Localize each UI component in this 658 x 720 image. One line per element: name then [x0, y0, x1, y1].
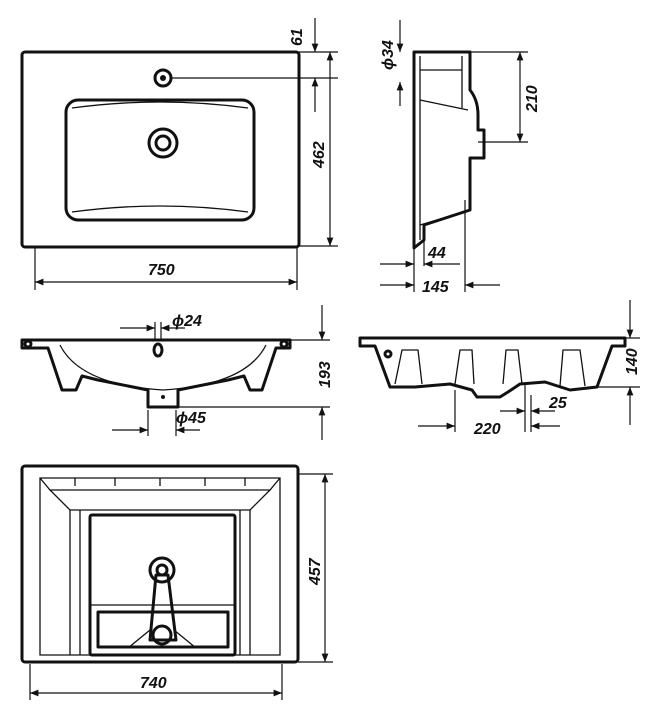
side-view: 210 ϕ34 44 145 — [380, 20, 541, 296]
dim-tap-hole: ϕ24 — [172, 313, 202, 330]
dim-height: 193 — [317, 361, 334, 388]
dim-offset: 25 — [548, 395, 568, 412]
dim-wall-gap: 44 — [427, 245, 446, 262]
dim-drain-height: 210 — [524, 85, 541, 113]
dim-bottom-width: 740 — [140, 675, 167, 692]
dim-depth: 462 — [311, 141, 328, 169]
basin-outline — [20, 50, 301, 249]
dim-total-depth: 145 — [422, 279, 450, 296]
dim-width: 750 — [148, 262, 175, 279]
dim-tap-hole-diameter: ϕ34 — [380, 40, 397, 70]
dim-spacing: 220 — [473, 421, 501, 438]
bottom-outline — [20, 464, 300, 664]
dim-drain: ϕ45 — [176, 410, 207, 427]
tap-boss-icon — [148, 556, 176, 584]
dim-bottom-depth: 457 — [307, 557, 324, 586]
dim-tap-offset: 61 — [289, 28, 306, 46]
side-section-profile — [358, 336, 627, 399]
drain-icon — [147, 127, 179, 159]
bowl-outline — [64, 98, 256, 222]
drain-boss-icon — [151, 624, 173, 646]
top-view: 61 462 750 — [20, 18, 338, 290]
side-profile — [412, 50, 486, 250]
bottom-view: 457 740 — [20, 464, 333, 700]
front-section: ϕ24 193 ϕ45 — [20, 305, 334, 440]
side-section: 140 220 25 — [358, 300, 641, 438]
dim-section-height: 140 — [624, 348, 641, 375]
